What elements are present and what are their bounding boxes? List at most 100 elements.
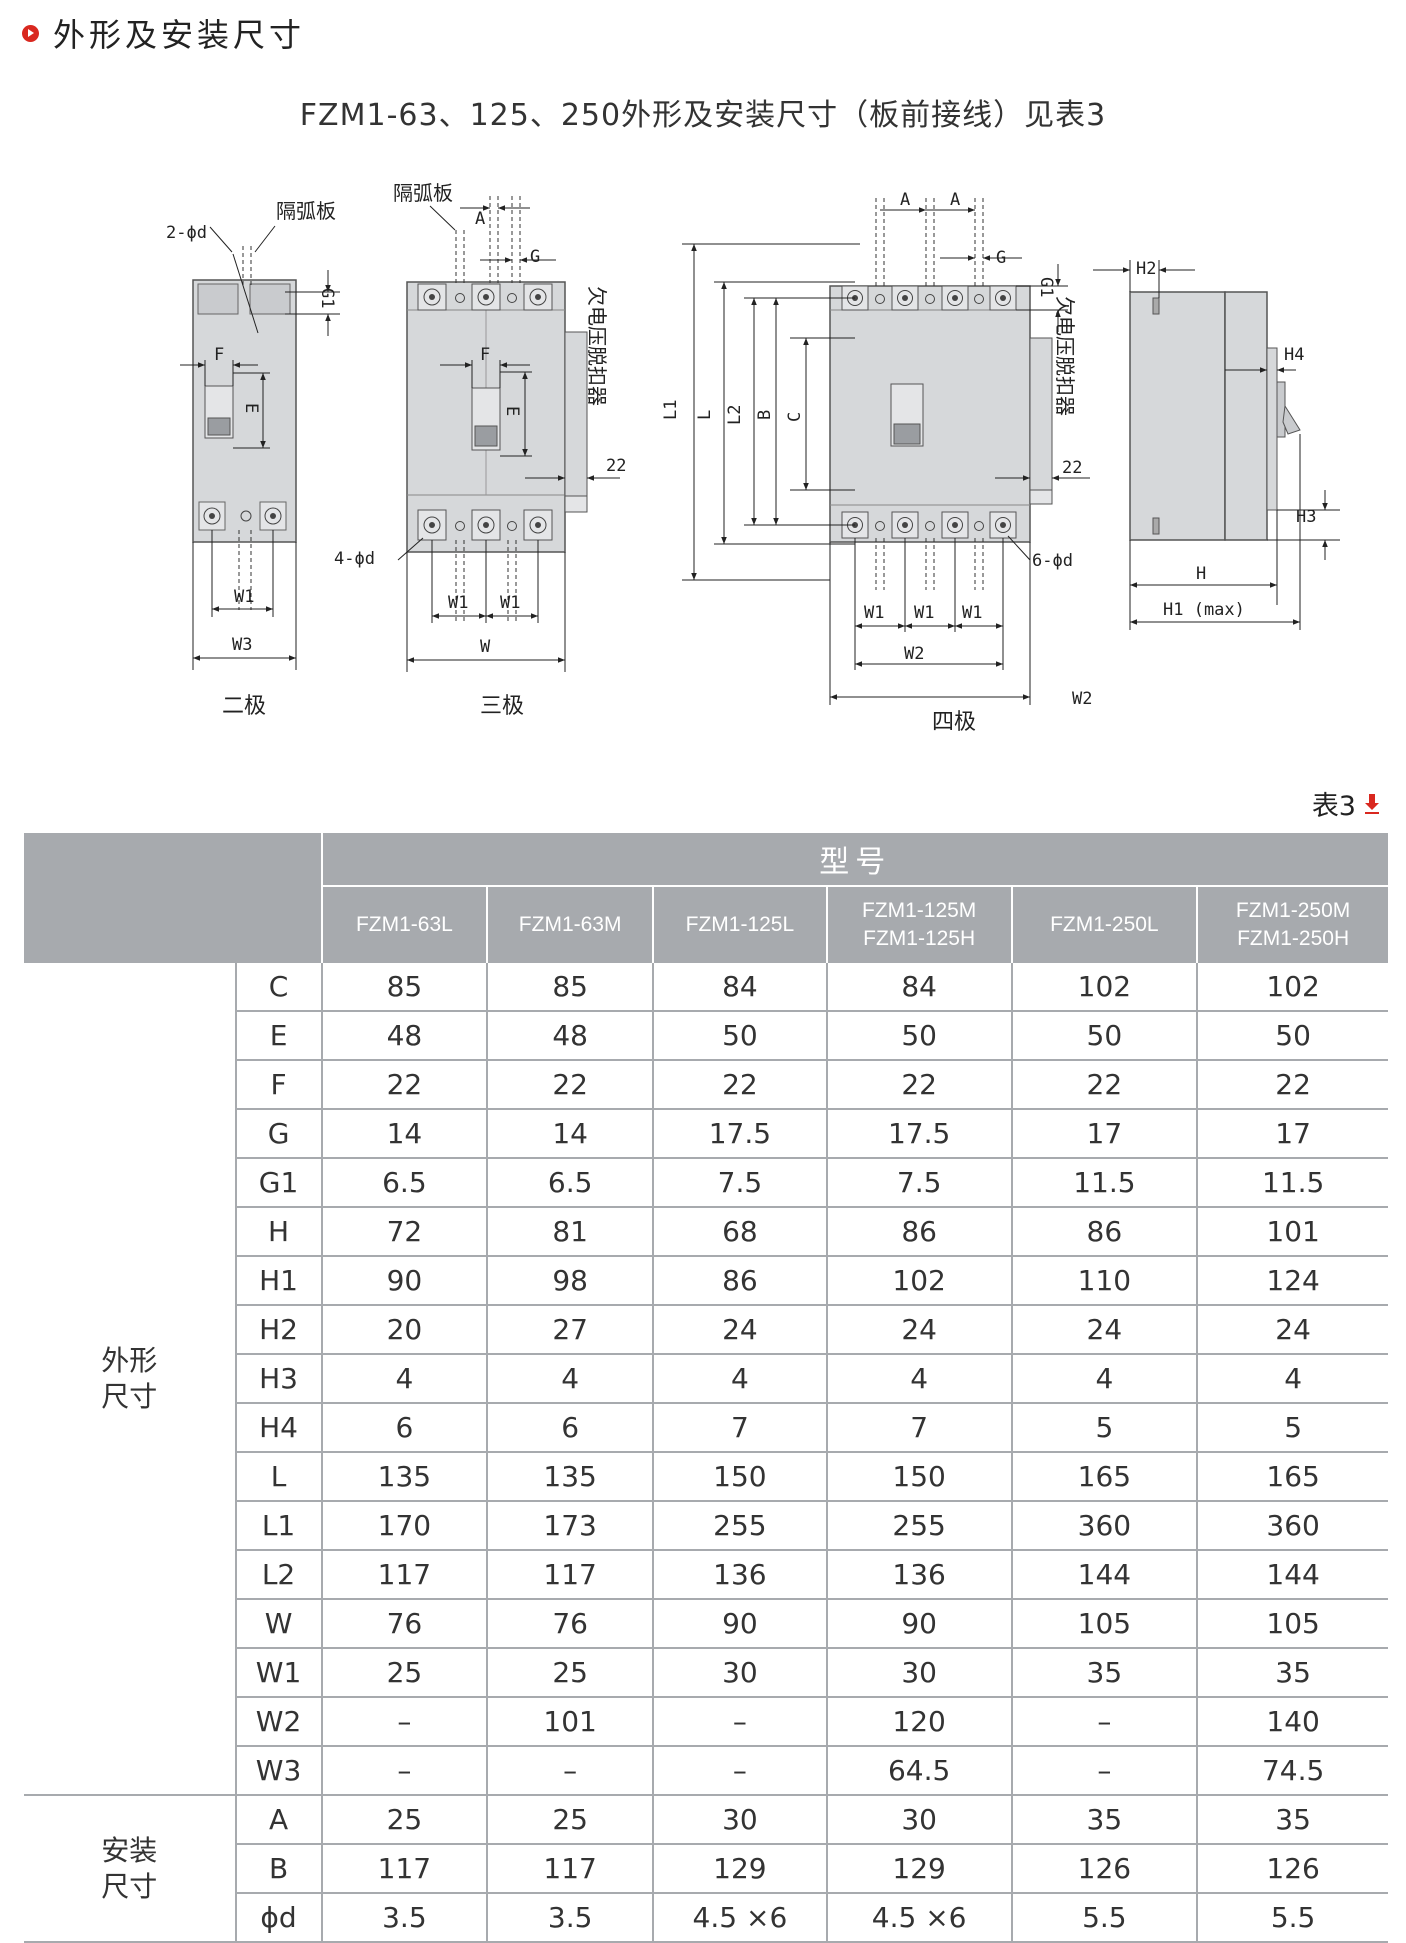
table-cell: 14: [321, 1109, 489, 1159]
table-cell: 48: [321, 1011, 489, 1061]
group-label-line: 尺寸: [101, 1379, 158, 1413]
model-name: FZM1-250M: [1235, 899, 1351, 922]
table-cell: 20: [321, 1305, 489, 1355]
table-cell: –: [653, 1697, 828, 1747]
table-cell: 24: [1011, 1305, 1199, 1355]
param-name: F: [234, 1060, 323, 1110]
table-cell: 129: [653, 1844, 828, 1894]
table-cell: 4.5 ×6: [826, 1893, 1013, 1943]
header-title: 型号: [320, 833, 1388, 887]
table-caption: 表3: [1312, 784, 1380, 823]
label-4-hole: 4-ϕd: [334, 549, 375, 569]
table-cell: 255: [653, 1501, 828, 1551]
param-name: W2: [234, 1697, 323, 1747]
three-pole-drawing: 隔弧板 A G F E 欠电压脱扣器 22 4-ϕd: [334, 181, 626, 719]
model-header: FZM1-63M: [486, 886, 654, 963]
table-cell: 6.5: [321, 1158, 489, 1208]
table-cell: 30: [653, 1648, 828, 1698]
table-cell: 136: [653, 1550, 828, 1600]
group-label-line: 安装: [101, 1833, 158, 1867]
table-cell: 24: [826, 1305, 1013, 1355]
dimension-drawing: 2-ϕd 隔弧板 G1 F E W1 W3 二极: [166, 181, 1340, 735]
table-cell: 84: [653, 963, 828, 1012]
table-cell: 255: [826, 1501, 1013, 1551]
table-cell: 22: [1011, 1060, 1199, 1110]
table-row: W2–101–120–140: [24, 1697, 1388, 1747]
table-cell: 6.5: [487, 1158, 655, 1208]
label-arc-plate-1: 隔弧板: [276, 199, 336, 223]
table-cell: 35: [1197, 1795, 1388, 1845]
group-label: 安装尺寸: [24, 1795, 236, 1943]
table-cell: 17: [1197, 1109, 1388, 1159]
label-w2-note: W2: [1072, 689, 1092, 709]
table-cell: 102: [1011, 963, 1199, 1012]
table-cell: 126: [1197, 1844, 1388, 1894]
param-name: W3: [234, 1746, 323, 1796]
param-name: H1: [234, 1256, 323, 1306]
param-name: G: [234, 1109, 323, 1159]
param-name: H3: [234, 1354, 323, 1404]
model-name: FZM1-125H: [863, 927, 976, 950]
table-cell: 110: [1011, 1256, 1199, 1306]
table-cell: 48: [487, 1011, 655, 1061]
table-cell: 24: [653, 1305, 828, 1355]
table-cell: 6: [321, 1403, 489, 1453]
label-22-3p: 22: [606, 456, 626, 476]
table-cell: 85: [321, 963, 489, 1012]
table-cell: 170: [321, 1501, 489, 1551]
model-header: FZM1-125M FZM1-125H: [825, 886, 1012, 963]
drawing-subtitle: FZM1-63、125、250外形及安装尺寸（板前接线）见表3: [299, 98, 1107, 133]
table-cell: 30: [826, 1648, 1013, 1698]
table-cell: 5: [1197, 1403, 1388, 1453]
table-cell: 4: [487, 1354, 655, 1404]
label-e-2p: E: [241, 403, 261, 413]
table-cell: 25: [487, 1648, 655, 1698]
param-name: G1: [234, 1158, 323, 1208]
table-cell: 117: [487, 1550, 655, 1600]
table-cell: 7.5: [653, 1158, 828, 1208]
label-h: H: [1196, 564, 1206, 584]
section-title-text: 外形及安装尺寸: [53, 16, 306, 54]
label-h1-max: H1 (max): [1163, 600, 1245, 620]
model-header: FZM1-250M FZM1-250H: [1196, 886, 1388, 963]
table-cell: 102: [1197, 963, 1388, 1012]
table-cell: 24: [1197, 1305, 1388, 1355]
label-a-4p-a: A: [900, 190, 910, 210]
table-cell: 135: [487, 1452, 655, 1502]
label-l: L: [695, 410, 715, 420]
table-cell: 101: [487, 1697, 655, 1747]
table-cell: 98: [487, 1256, 655, 1306]
caption-two-pole: 二极: [222, 694, 266, 719]
table-cell: 165: [1197, 1452, 1388, 1502]
label-g1-4p: G1: [1036, 277, 1056, 297]
label-l1: L1: [661, 400, 681, 420]
table-cell: 17.5: [826, 1109, 1013, 1159]
table-cell: 117: [321, 1550, 489, 1600]
table-cell: 165: [1011, 1452, 1199, 1502]
table-cell: 86: [826, 1207, 1013, 1257]
model-name: FZM1-63L: [355, 913, 453, 936]
model-name: FZM1-250H: [1237, 927, 1350, 950]
table-cell: 27: [487, 1305, 655, 1355]
table-cell: –: [321, 1697, 489, 1747]
label-b: B: [755, 410, 775, 420]
model-name: FZM1-125M: [861, 899, 977, 922]
table-cell: 22: [487, 1060, 655, 1110]
table-cell: 120: [826, 1697, 1013, 1747]
table-cell: 25: [321, 1648, 489, 1698]
table-cell: 105: [1011, 1599, 1199, 1649]
two-pole-drawing: 2-ϕd 隔弧板 G1 F E W1 W3 二极: [166, 199, 340, 719]
table-cell: 14: [487, 1109, 655, 1159]
table-cell: 3.5: [487, 1893, 655, 1943]
table-cell: 81: [487, 1207, 655, 1257]
table-cell: 50: [826, 1011, 1013, 1061]
side-view-drawing: H2 H4 H3 H H1 (max): [1093, 259, 1340, 630]
download-arrow-icon: [1364, 793, 1380, 814]
table-cell: 17.5: [653, 1109, 828, 1159]
